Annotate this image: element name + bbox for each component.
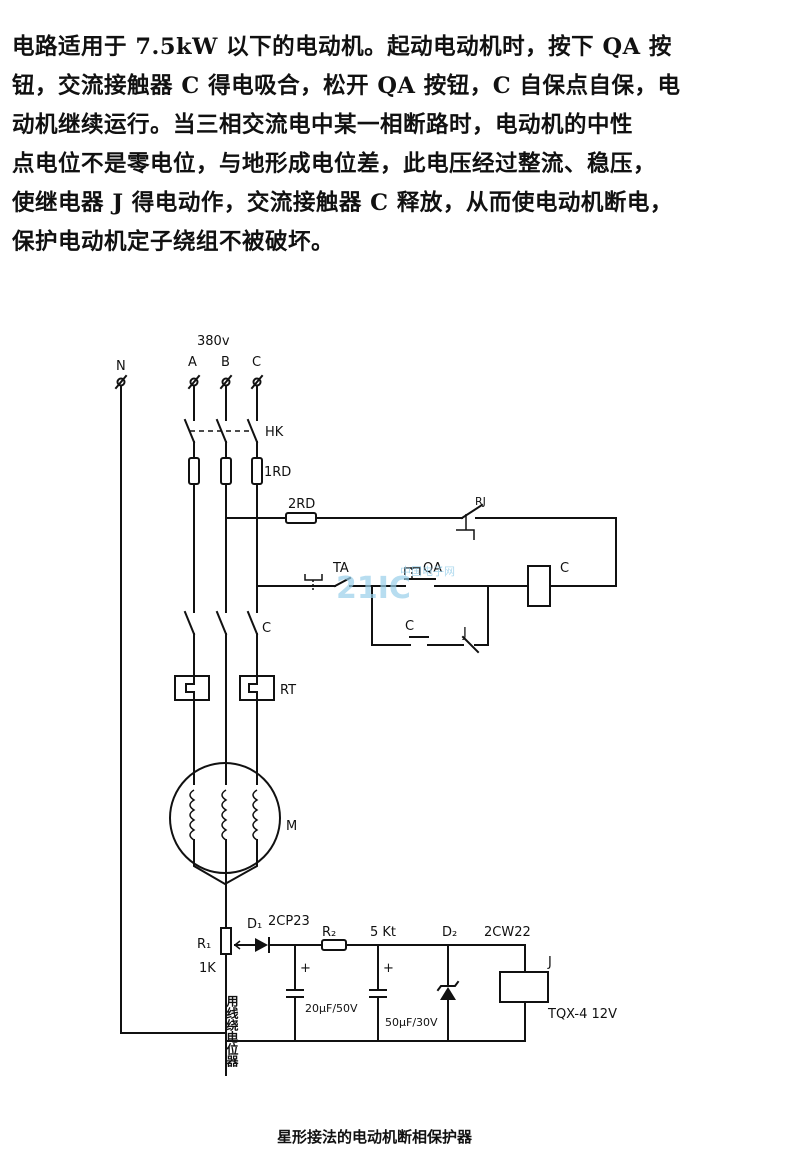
- motor-m: [169, 762, 281, 886]
- d1-model-label: 2CP23: [268, 914, 310, 929]
- main-fuse-label: 1RD: [264, 465, 291, 480]
- phase-a-label: A: [188, 355, 197, 370]
- description-line: 动机继续运行。当三相交流电中某一相断路时，电动机的中性: [12, 112, 634, 138]
- coil-label: C: [560, 561, 569, 576]
- relay-coil-label: J: [547, 955, 552, 970]
- description-line: 保护电动机定子绕组不被破坏。: [12, 229, 335, 255]
- c2-plus: +: [383, 961, 394, 976]
- d2-model-label: 2CW22: [484, 925, 531, 940]
- description-line: 点电位不是零电位，与地形成电位差，此电压经过整流、稳压，: [12, 151, 657, 177]
- c1-label: 20µF/50V: [305, 1002, 358, 1015]
- start-button-label: QA: [423, 561, 442, 576]
- main-fuses-1rd: [188, 457, 263, 485]
- r2-label: R₂: [322, 925, 336, 940]
- c1-plus: +: [300, 961, 311, 976]
- knife-switch-hk: [183, 385, 259, 459]
- supply-terminals: [114, 374, 264, 390]
- potentiometer-r1: [220, 927, 232, 955]
- watermark-subtext: 中国电子网: [400, 565, 455, 578]
- stop-button-ta: [299, 574, 401, 590]
- diagram-caption: 星形接法的电动机断相保护器: [277, 1128, 473, 1146]
- control-fuse-2rd: [285, 512, 317, 524]
- diode-d1: [255, 937, 270, 953]
- stop-button-label: TA: [332, 561, 349, 576]
- capacitor-c2: [369, 944, 387, 1042]
- thermal-contact-rj: [451, 503, 489, 540]
- relay-model-label: TQX-4 12V: [547, 1007, 617, 1022]
- r1-label: R₁: [197, 937, 211, 952]
- description-paragraph: 电路适用于 7.5kW 以下的电动机。起动电动机时，按下 QA 按 钮，交流接触…: [12, 28, 774, 262]
- watermark-logo: 21IC: [336, 571, 411, 606]
- description-line: 钮，交流接触器 C 得电吸合，松开 QA 按钮，C 自保点自保，电: [12, 73, 681, 99]
- d2-label: D₂: [442, 925, 457, 940]
- phase-b-label: B: [221, 355, 230, 370]
- r2-value-label: 5 Kt: [370, 925, 396, 940]
- capacitor-c1: [286, 944, 304, 1042]
- motor-label: M: [286, 819, 297, 834]
- thermal-contact-label: RJ: [475, 495, 486, 508]
- relay-contact-j: [454, 635, 489, 654]
- neutral-wire: [120, 385, 227, 1034]
- thermal-relay-label: RT: [280, 683, 296, 698]
- relay-contact-label: J: [462, 626, 467, 641]
- switch-label: HK: [265, 425, 284, 440]
- self-hold-contact-c: [399, 636, 456, 646]
- thermal-relay-rt: [174, 675, 275, 701]
- resistor-r2: [321, 939, 347, 951]
- wire-positive-rail: [345, 944, 526, 973]
- zener-d2: [436, 944, 460, 1042]
- potentiometer-note: 用线绕电位器: [225, 995, 239, 1068]
- start-button-qa: [399, 567, 529, 587]
- d1-label: D₁: [247, 917, 262, 932]
- neutral-label: N: [116, 359, 126, 374]
- main-contact-label: C: [262, 621, 271, 636]
- contactor-coil-c: [527, 565, 551, 607]
- control-fuse-label: 2RD: [288, 497, 315, 512]
- self-hold-wire-left: [371, 585, 401, 646]
- description-line: 电路适用于 7.5kW 以下的电动机。起动电动机时，按下 QA 按: [12, 34, 672, 60]
- relay-coil-j: [499, 971, 549, 1003]
- self-hold-contact-label: C: [405, 619, 414, 634]
- main-contactor-c: [183, 610, 259, 677]
- r1-value-label: 1K: [199, 961, 216, 976]
- control-return-wire: [487, 517, 617, 587]
- phase-c-label: C: [252, 355, 261, 370]
- c2-label: 50µF/30V: [385, 1016, 438, 1029]
- supply-voltage-label: 380v: [197, 334, 230, 349]
- description-line: 使继电器 J 得电动作，交流接触器 C 释放，从而使电动机断电，: [12, 190, 673, 216]
- wire-ground-rail: [225, 1001, 526, 1042]
